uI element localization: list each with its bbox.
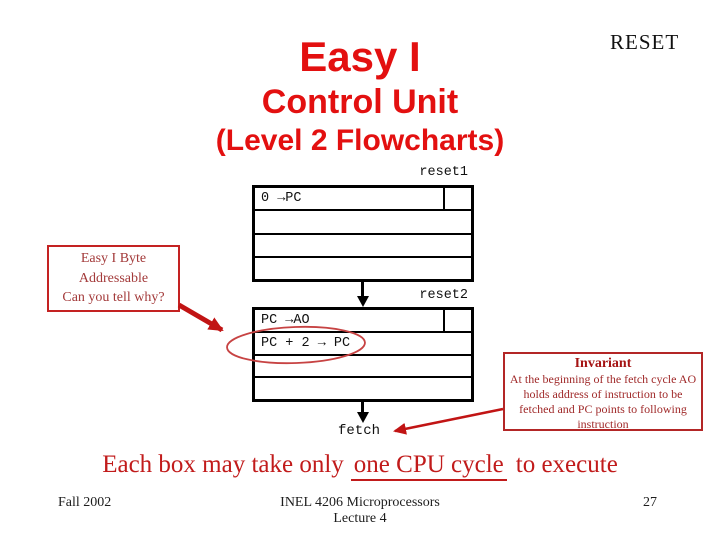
condition-cell-divider [443,310,445,332]
byte-box-arrow [177,302,224,333]
flow-box-reset1: 0 →PC [252,185,474,282]
state2-label: reset2 [419,288,468,303]
annotation-line: Addressable [78,270,149,286]
state1-label: reset1 [419,165,468,180]
invariant-arrow [393,407,504,435]
page-title: Easy I [299,33,421,80]
annotation-line: Can you tell why? [62,290,165,306]
flow-row [255,258,471,279]
footer-page-number: 27 [643,495,657,510]
annotation-invariant: Invariant At the beginning of the fetch … [503,352,703,431]
reset-corner-label: RESET [610,30,680,54]
footer-course: INEL 4206 Microprocessors Lecture 4 [0,495,720,527]
down-arrow-1 [361,282,364,297]
bottom-note-prefix: Each box may take only [102,451,344,478]
condition-cell-divider [443,188,445,211]
flow-row: PC →AO [255,310,471,333]
down-arrow-2 [361,402,364,413]
flow-row [255,235,471,258]
flow-row [255,356,471,379]
fetch-label: fetch [338,423,381,439]
flow-box-reset2: PC →AO PC + 2 → PC [252,307,474,402]
bottom-note-suffix: to execute [515,451,618,478]
invariant-title: Invariant [574,356,632,371]
page-subtitle-2: (Level 2 Flowcharts) [215,124,505,157]
bottom-note-underlined: one CPU cycle [350,451,507,481]
flow-row [255,211,471,235]
page-subtitle: Control Unit [261,83,459,121]
invariant-body: At the beginning of the fetch cycle AO h… [509,372,697,432]
footer-course-line2: Lecture 4 [333,511,387,526]
flow-row [255,378,471,399]
annotation-line: Easy I Byte [80,250,147,266]
down-arrow-2-head [357,412,369,423]
flow-row: PC + 2 → PC [255,333,471,356]
flow-row: 0 →PC [255,188,471,212]
annotation-byte-addressable: Easy I Byte Addressable Can you tell why… [47,245,180,312]
down-arrow-1-head [357,296,369,307]
footer-semester: Fall 2002 [58,495,112,510]
footer-course-line1: INEL 4206 Microprocessors [280,495,440,510]
